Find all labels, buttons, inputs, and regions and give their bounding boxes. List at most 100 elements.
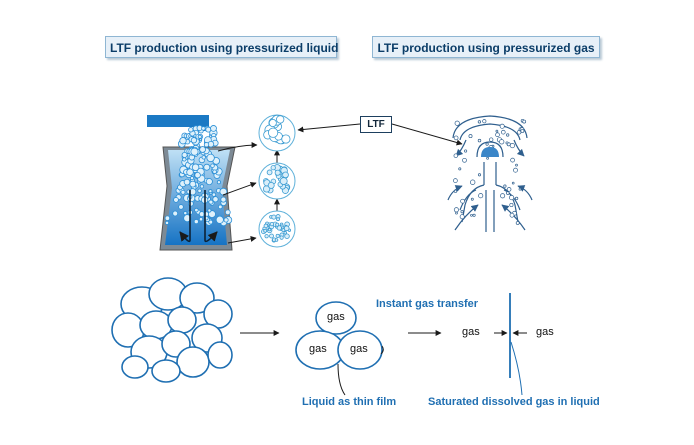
gas-dot (505, 141, 509, 145)
gas-dot (482, 119, 487, 124)
spray-bubble (191, 163, 200, 172)
foam-bubble (271, 214, 277, 220)
gas-dot (454, 120, 460, 126)
foam-cell (121, 355, 149, 379)
vessel-flow-arrows (179, 190, 218, 243)
gas-dome-fill (481, 147, 499, 157)
spray-bubble (208, 219, 214, 225)
foam-bubble (267, 227, 272, 232)
gas-bubble-dots (453, 118, 527, 225)
instant-gas-transfer-label: Instant gas transfer (376, 298, 479, 310)
film-gas-left-label: gas (462, 326, 480, 338)
foam-circle-bottom (258, 210, 296, 248)
gas-dot (510, 157, 515, 163)
spray-bubble (212, 169, 217, 174)
gas-dot (499, 123, 505, 129)
spray-bubble (189, 180, 197, 188)
foam-bubble-cluster (111, 277, 233, 383)
gas-dot (515, 163, 518, 167)
spray-bubble (223, 217, 229, 223)
spray-bubble (210, 125, 217, 132)
spray-bubble (179, 137, 187, 145)
gas-dot (500, 193, 506, 199)
gas-dot (511, 181, 515, 185)
gas-dot (453, 178, 458, 183)
gas-dot (472, 213, 476, 217)
gas-dot (495, 129, 499, 133)
spray-bubble (188, 127, 194, 133)
spray-bubble (182, 157, 187, 162)
gas-dot (462, 157, 467, 163)
spray-bubble (203, 163, 211, 171)
gas-dot (453, 135, 459, 141)
spray-bubble (211, 192, 217, 197)
spray-bubble (183, 178, 191, 186)
gas-dot (506, 191, 510, 195)
spray-bubble (183, 211, 188, 216)
gas-dot (515, 221, 520, 225)
ltf-label: LTF (360, 116, 392, 133)
spray-bubble (208, 210, 216, 219)
gas-dot (464, 149, 468, 153)
gas-dot (478, 193, 484, 199)
bubble-label-right: gas (350, 343, 368, 355)
spray-bubble (220, 196, 227, 203)
film-gas-right-label: gas (536, 326, 554, 338)
bubble-label-top: gas (327, 311, 345, 323)
spray-bubble (201, 155, 206, 160)
spray-bubble (199, 146, 206, 153)
gas-dot (470, 197, 474, 201)
spray-bubble (208, 189, 213, 194)
foam-bubble (275, 233, 280, 238)
spray-bubble (203, 142, 210, 148)
thin-film-pointer (337, 345, 384, 396)
gas-dot (477, 173, 482, 177)
gas-dot (520, 129, 525, 133)
spray-bubble (206, 153, 215, 163)
gas-dot (453, 207, 459, 213)
foam-bubble (268, 119, 277, 127)
gas-dot (485, 142, 489, 146)
spray-bubble (197, 188, 202, 193)
foam-bubble (279, 177, 288, 186)
spray-bubble (216, 180, 221, 185)
foam-bubble (274, 238, 279, 242)
spray-bubble (212, 196, 219, 203)
foam-bubble (263, 228, 268, 233)
foam-cell (167, 306, 197, 334)
foam-bubble (269, 221, 275, 227)
foam-bubble (283, 231, 287, 235)
gas-dot (509, 212, 515, 218)
foam-bubble (266, 169, 273, 176)
spray-bubble (224, 209, 231, 216)
spray-bubble (201, 126, 206, 131)
spray-bubble (190, 137, 198, 144)
foam-bubble (276, 217, 280, 222)
foam-cell (176, 346, 210, 378)
gas-dot (499, 139, 505, 145)
spray-bubble (205, 126, 212, 133)
bubble-label-left: gas (309, 343, 327, 355)
spray-bubble (194, 171, 201, 179)
vessel-to-foam-arrows (217, 142, 280, 244)
spray-bubble (215, 215, 224, 224)
spray-bubble (199, 184, 205, 189)
gas-dot (455, 211, 458, 215)
title-pressurized-gas: LTF production using pressurized gas (372, 36, 600, 58)
spray-bubble (189, 176, 195, 181)
spray-bubble (208, 199, 214, 205)
foam-bubble (276, 115, 285, 124)
spray-bubble (180, 189, 186, 195)
foam-bubble (269, 233, 274, 239)
spray-bubble (193, 219, 199, 225)
gas-dot (501, 129, 506, 135)
foam-bubble (270, 165, 276, 171)
spray-bubble (197, 134, 202, 139)
ltf-arrows (297, 123, 463, 146)
three-gas-bubbles (295, 301, 383, 370)
foam-bubble (282, 171, 289, 179)
foam-bubble (274, 169, 281, 176)
gas-dot (453, 189, 458, 193)
gas-dot (503, 184, 507, 188)
gas-dot (477, 120, 482, 124)
